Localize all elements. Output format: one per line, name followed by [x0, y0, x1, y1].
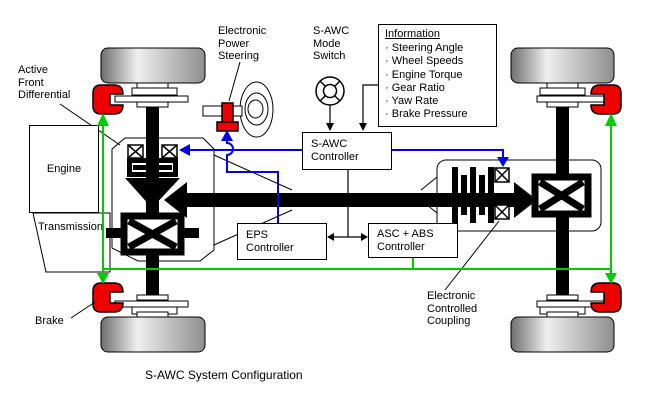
rear-differential-unit	[531, 173, 592, 218]
label-electronic-power-steering: Electronic Power Steering	[218, 25, 267, 62]
diagram-title: S-AWC System Configuration	[145, 368, 303, 382]
information-connector	[362, 84, 378, 125]
information-item: Gear Ratio	[385, 82, 492, 95]
information-item: Wheel Speeds	[385, 55, 492, 68]
label-transmission: Transmission	[38, 221, 103, 233]
rear-upper-hub	[536, 82, 611, 108]
torque-arrow-rear	[514, 182, 537, 218]
steering-wheel	[239, 81, 274, 138]
rear-housing-funnel	[420, 176, 438, 214]
rear-axle-shaft	[556, 83, 569, 295]
rear-wheel-upper	[510, 47, 615, 84]
label-brake: Brake	[35, 315, 64, 327]
front-clutch-symbol-right	[161, 144, 178, 159]
rear-lower-hub	[536, 294, 611, 318]
engine-box: Engine	[29, 125, 99, 213]
eps-controller-box: EPS Controller	[237, 223, 327, 260]
front-axle-shaft	[146, 83, 159, 295]
label-sawc-mode-switch: S-AWC Mode Switch	[313, 25, 350, 62]
coupling-clutch-symbol-top	[494, 167, 510, 183]
sawc-controller-box: S-AWC Controller	[302, 132, 392, 170]
rear-wheel-lower	[510, 316, 615, 353]
line-to-coupling	[392, 149, 504, 158]
eps-actuator-line	[226, 141, 279, 223]
front-differential-gear	[120, 212, 185, 256]
information-item: Engine Torque	[385, 69, 492, 82]
brake-arrow-rear-lower	[605, 273, 617, 284]
asc-abs-controller-box: ASC + ABS Controller	[368, 223, 458, 258]
active-front-differential-unit	[106, 144, 199, 256]
brake-caliper-rear-lower	[590, 282, 622, 313]
information-box: Information Steering Angle Wheel Speeds …	[378, 24, 497, 127]
steering-rack-left	[202, 105, 224, 117]
brake-caliper-front-upper	[92, 84, 124, 115]
brake-arrow-rear-upper	[605, 113, 617, 126]
information-title: Information	[385, 28, 441, 40]
front-clutch-symbol-left	[127, 144, 144, 159]
information-list: Steering Angle Wheel Speeds Engine Torqu…	[385, 42, 492, 121]
front-lower-hub	[114, 294, 189, 318]
torque-arrow-front	[164, 182, 187, 218]
brake-caliper-rear-upper	[590, 84, 622, 115]
front-wheel-upper	[100, 47, 206, 84]
label-electronic-controlled-coupling: Electronic Controlled Coupling	[427, 290, 478, 327]
label-active-front-differential: Active Front Differential	[18, 64, 71, 101]
mode-switch-icon	[315, 76, 345, 106]
propeller-shaft	[164, 182, 537, 218]
electronic-controlled-coupling-unit	[452, 167, 510, 223]
front-upper-hub	[114, 82, 189, 108]
information-item: Brake Pressure	[385, 108, 492, 121]
engine-label: Engine	[46, 162, 82, 175]
steering-rack-right	[231, 105, 243, 117]
brake-caliper-front-lower	[92, 282, 124, 313]
front-wheel-lower	[100, 316, 206, 353]
coupling-clutch-symbol-bottom	[494, 204, 510, 220]
rear-differential-gear	[531, 173, 592, 218]
information-item: Yaw Rate	[385, 95, 492, 108]
leader-brake	[70, 301, 96, 319]
brake-arrow-front-lower	[97, 273, 109, 284]
information-item: Steering Angle	[385, 42, 492, 55]
front-differential-housing	[111, 137, 215, 262]
leader-electronic-power-steering	[228, 61, 241, 102]
eps-actuator	[216, 102, 239, 132]
rear-axle-housing	[436, 159, 602, 232]
